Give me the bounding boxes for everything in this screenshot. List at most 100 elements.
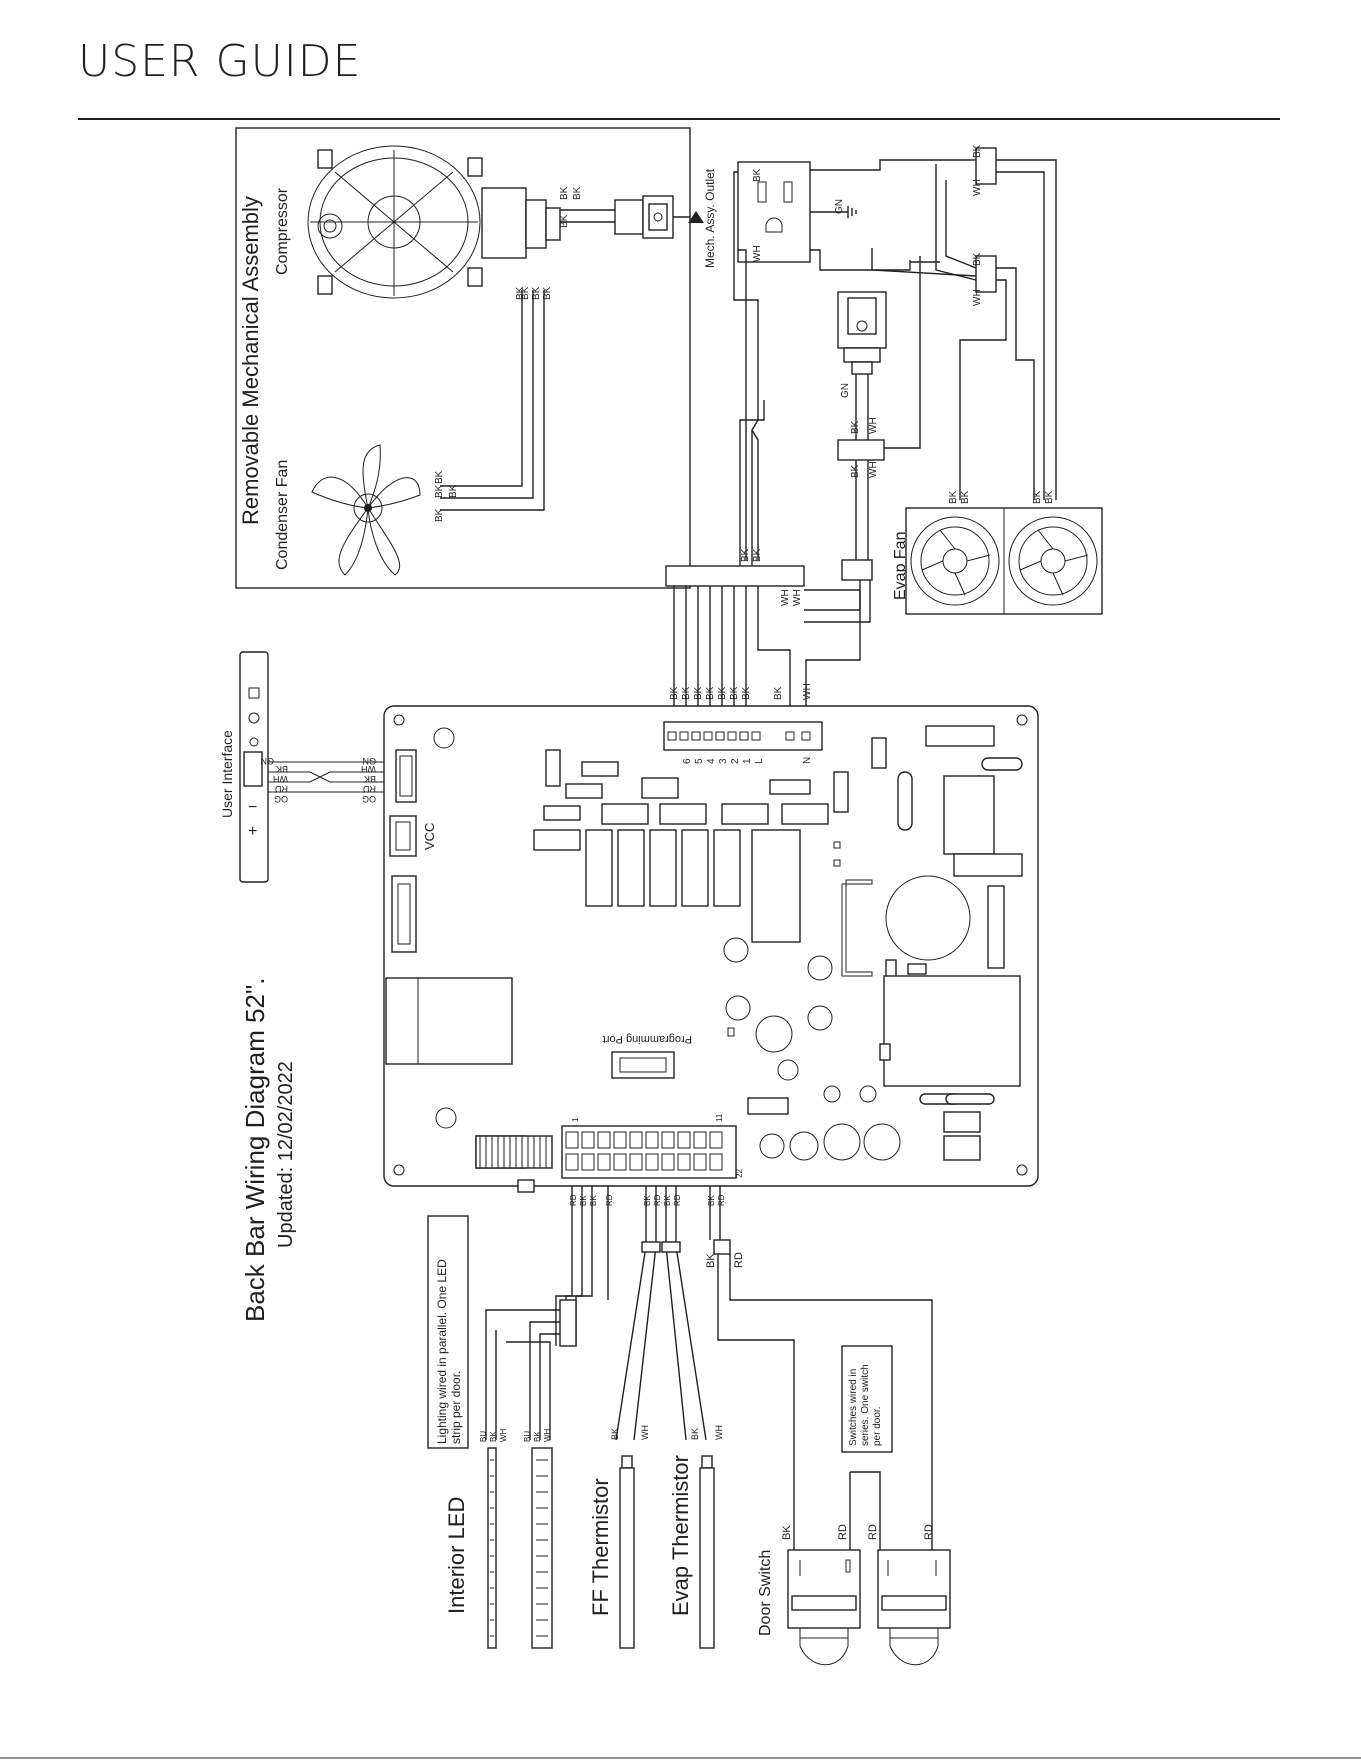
bottom-connector-pins bbox=[565, 1131, 723, 1171]
svg-text:N: N bbox=[802, 757, 813, 764]
mech-outlet-icon bbox=[737, 161, 811, 263]
svg-text:11: 11 bbox=[715, 1113, 724, 1122]
svg-text:BK: BK bbox=[1032, 490, 1043, 504]
condenser-fan-label: Condenser Fan bbox=[274, 460, 291, 570]
terminal-block bbox=[663, 721, 823, 751]
svg-text:WH: WH bbox=[972, 179, 983, 196]
svg-text:BK: BK bbox=[434, 508, 445, 522]
svg-text:1: 1 bbox=[571, 1117, 580, 1122]
svg-text:BK: BK bbox=[681, 686, 692, 700]
svg-text:22: 22 bbox=[735, 1169, 744, 1178]
svg-text:BK: BK bbox=[663, 1195, 672, 1206]
svg-text:BK: BK bbox=[276, 764, 288, 774]
evap-fan-label: Evap Fan bbox=[892, 532, 909, 600]
ui-power-icon bbox=[248, 712, 260, 724]
svg-text:BK: BK bbox=[707, 1195, 716, 1206]
svg-text:BK: BK bbox=[542, 286, 553, 300]
svg-text:BK: BK bbox=[579, 1195, 588, 1206]
svg-text:WH: WH bbox=[868, 461, 879, 478]
interior-led-strip-1 bbox=[487, 1447, 497, 1649]
svg-text:RD: RD bbox=[605, 1194, 614, 1206]
evap-thermistor-icon bbox=[699, 1455, 715, 1649]
diagram-title: Back Bar Wiring Diagram 52". bbox=[240, 978, 270, 1322]
svg-text:WH: WH bbox=[972, 289, 983, 306]
page-title: USER GUIDE bbox=[78, 36, 362, 87]
svg-text:BK: BK bbox=[559, 214, 570, 228]
bottom-connector bbox=[561, 1125, 737, 1179]
switches-note-box bbox=[841, 1345, 893, 1453]
svg-text:OG: OG bbox=[362, 794, 376, 804]
svg-text:4: 4 bbox=[706, 758, 717, 764]
svg-text:WH: WH bbox=[714, 1425, 724, 1440]
diagram-updated: Updated: 12/02/2022 bbox=[275, 1061, 297, 1248]
svg-text:BK: BK bbox=[589, 1195, 598, 1206]
condenser-fan-icon bbox=[311, 444, 421, 576]
svg-text:BK: BK bbox=[850, 420, 861, 434]
heatsink bbox=[475, 1135, 553, 1169]
svg-text:BK: BK bbox=[643, 1195, 652, 1206]
user-interface-label: User Interface bbox=[219, 730, 235, 818]
svg-text:WH: WH bbox=[640, 1425, 650, 1440]
ui-temp-icon bbox=[249, 737, 259, 747]
svg-text:BK: BK bbox=[434, 470, 445, 484]
svg-text:BK: BK bbox=[717, 686, 728, 700]
svg-text:GN: GN bbox=[834, 199, 845, 214]
svg-text:RD: RD bbox=[569, 1194, 578, 1206]
svg-text:WH: WH bbox=[273, 774, 288, 784]
compressor-label: Compressor bbox=[274, 187, 291, 275]
svg-text:L: L bbox=[754, 758, 765, 764]
svg-text:BK: BK bbox=[669, 686, 680, 700]
svg-text:BK: BK bbox=[434, 484, 445, 498]
svg-text:BK: BK bbox=[515, 286, 526, 300]
svg-text:BK: BK bbox=[773, 686, 784, 700]
svg-text:BK: BK bbox=[972, 144, 983, 158]
evap-fan-plug-icon bbox=[837, 291, 887, 375]
ff-thermistor-icon bbox=[619, 1455, 635, 1649]
programming-port-label: Programming Port bbox=[603, 1033, 692, 1045]
svg-text:BK: BK bbox=[610, 1428, 620, 1440]
svg-text:BK: BK bbox=[364, 774, 376, 784]
svg-text:WH: WH bbox=[780, 589, 791, 606]
svg-text:BK: BK bbox=[572, 186, 583, 200]
vcc-connector bbox=[389, 815, 417, 857]
svg-text:1: 1 bbox=[742, 758, 753, 764]
svg-text:RD: RD bbox=[275, 784, 288, 794]
svg-text:BK: BK bbox=[752, 548, 763, 562]
svg-text:GN: GN bbox=[363, 756, 377, 766]
svg-text:BK: BK bbox=[752, 168, 763, 182]
mechanical-assembly-label: Removable Mechanical Assembly bbox=[238, 196, 263, 525]
ui-light-icon bbox=[248, 687, 260, 699]
svg-text:BK: BK bbox=[520, 286, 531, 300]
svg-text:WH: WH bbox=[499, 1428, 508, 1442]
compressor-plug-icon bbox=[560, 195, 674, 239]
programming-port bbox=[611, 1051, 675, 1079]
board-components bbox=[385, 725, 1023, 1169]
ui-minus-symbol: − bbox=[248, 799, 257, 816]
svg-text:RD: RD bbox=[923, 1524, 935, 1540]
svg-text:RD: RD bbox=[867, 1524, 879, 1540]
lighting-note-box bbox=[427, 1215, 469, 1449]
svg-text:RD: RD bbox=[653, 1194, 662, 1206]
door-switch-icon-2 bbox=[877, 1549, 951, 1666]
svg-text:BK: BK bbox=[531, 286, 542, 300]
svg-text:BK: BK bbox=[489, 1431, 498, 1442]
svg-text:BK: BK bbox=[448, 484, 459, 498]
svg-text:RD: RD bbox=[837, 1524, 849, 1540]
svg-text:OG: OG bbox=[274, 794, 288, 804]
mechanical-assembly-box bbox=[235, 127, 691, 589]
svg-text:BK: BK bbox=[690, 1428, 700, 1440]
svg-text:WH: WH bbox=[802, 683, 813, 700]
lighting-note-line1: Lighting wired in parallel. One LED bbox=[435, 1259, 449, 1444]
svg-text:RD: RD bbox=[733, 1252, 745, 1268]
compressor-icon bbox=[307, 145, 561, 299]
terminal-screws bbox=[667, 731, 811, 741]
svg-text:GN: GN bbox=[840, 383, 851, 398]
svg-text:BU: BU bbox=[479, 1431, 488, 1442]
svg-text:BK: BK bbox=[948, 490, 959, 504]
door-switch-icon-1 bbox=[787, 1549, 861, 1666]
interior-led-strip-2 bbox=[531, 1447, 553, 1649]
svg-text:WH: WH bbox=[868, 417, 879, 434]
interior-led-label: Interior LED bbox=[444, 1497, 469, 1614]
switches-note-line2: series. One switch bbox=[860, 1364, 871, 1446]
